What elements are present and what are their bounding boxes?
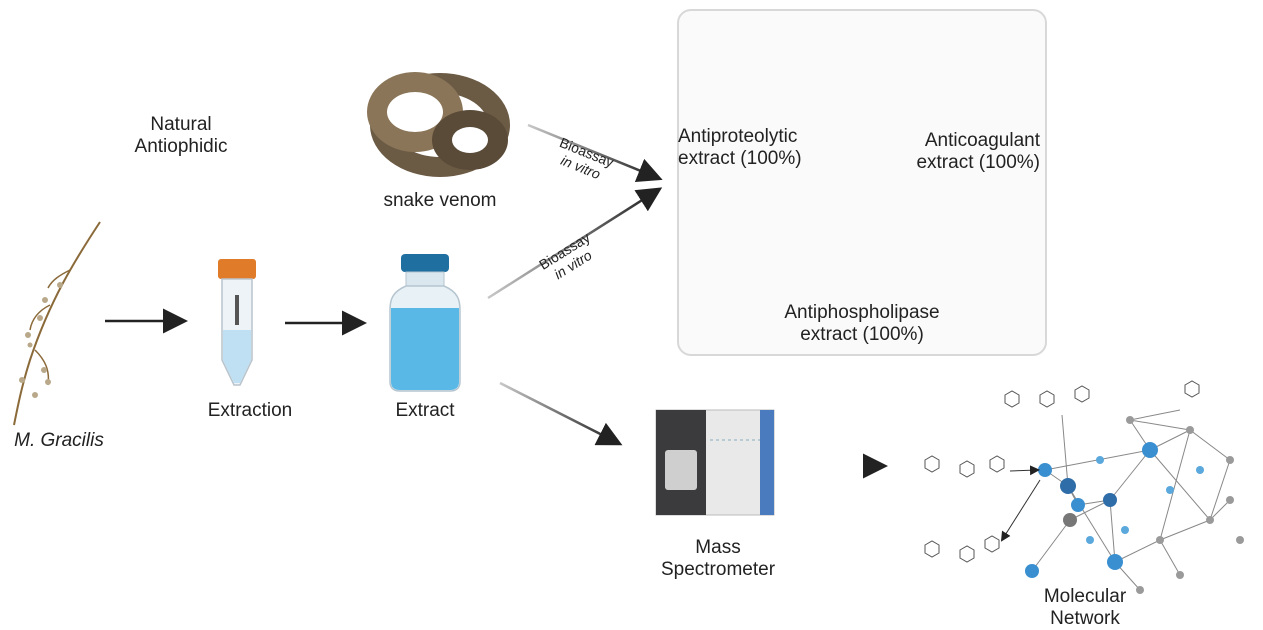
bioassay-results-panel [677, 9, 1047, 356]
molecular-line: Molecular [1043, 586, 1127, 607]
snake-venom-label: snake venom [383, 190, 497, 211]
antiproteolytic-line1: Antiproteolytic [678, 126, 798, 147]
molecular-network-graph [1031, 409, 1231, 591]
plant-label: M. Gracilis [14, 430, 104, 451]
natural-line: Natural [150, 114, 212, 135]
antiphospholipase-line2: extract (100%) [800, 324, 924, 345]
extraction-label: Extraction [207, 400, 293, 421]
extraction-tube-icon [218, 259, 256, 386]
plant-illustration [13, 221, 101, 426]
natural-antiophidic-label: Natural Antiophidic [120, 114, 242, 158]
spectrometer-line: Spectrometer [660, 559, 776, 580]
antiophidic-line: Antiophidic [134, 136, 228, 157]
arrow-venom-to-bioassay [527, 123, 663, 183]
arrow-extract-to-bioassay [487, 187, 663, 300]
molecular-network-label: Molecular Network [1020, 586, 1150, 630]
network-line: Network [1050, 608, 1120, 629]
anticoagulant-line1: Anticoagulant [924, 130, 1040, 151]
network-nodes [924, 380, 1244, 594]
snake-venom-illustration [367, 72, 510, 177]
antiproteolytic-label: Antiproteolytic extract (100%) [678, 126, 828, 170]
anticoagulant-label: Anticoagulant extract (100%) [890, 130, 1040, 174]
mass-spectrometer-label: Mass Spectrometer [648, 537, 788, 581]
anticoagulant-line2: extract (100%) [916, 152, 1040, 173]
mass-spectrometer-icon [655, 409, 775, 516]
antiphospholipase-line1: Antiphospholipase [784, 302, 940, 323]
extract-bottle-icon [389, 254, 461, 392]
mass-line: Mass [695, 537, 741, 558]
antiproteolytic-line2: extract (100%) [678, 148, 802, 169]
antiphospholipase-label: Antiphospholipase extract (100%) [762, 302, 962, 346]
arrow-extract-to-ms [499, 381, 623, 446]
extract-label: Extract [395, 400, 455, 421]
